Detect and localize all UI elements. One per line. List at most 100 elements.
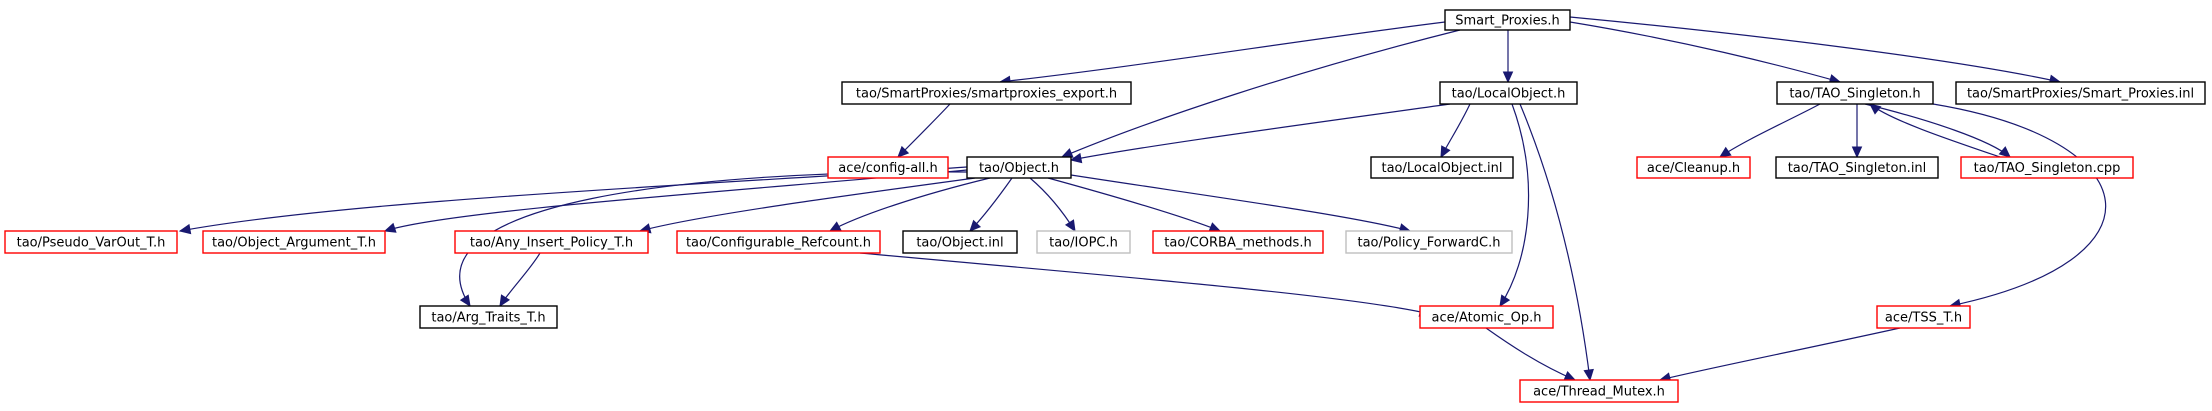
node-label: tao/TAO_Singleton.h (1789, 87, 1920, 102)
edge-line (1932, 103, 2106, 307)
edge-localobj-to-mutex (1519, 103, 1594, 382)
node-box (419, 305, 558, 329)
node-singletoncpp[interactable]: tao/TAO_Singleton.cpp (1960, 156, 2134, 179)
arrowhead (897, 145, 910, 158)
node-label: tao/Object.h (979, 161, 1059, 176)
node-box (1419, 305, 1554, 329)
node-box (1955, 81, 2206, 105)
edge-line (859, 252, 1431, 315)
node-configall[interactable]: ace/config-all.h (827, 156, 949, 179)
edge-line (1864, 103, 2011, 158)
node-box (1444, 9, 1571, 31)
node-label: Smart_Proxies.h (1455, 14, 1560, 29)
node-corba[interactable]: tao/CORBA_methods.h (1152, 230, 1324, 254)
node-spinl[interactable]: tao/SmartProxies/Smart_Proxies.inl (1955, 81, 2206, 105)
node-box (902, 230, 1018, 254)
node-box (1776, 81, 1934, 105)
arrowhead (178, 223, 192, 235)
edge-object-to-corba (1047, 177, 1222, 232)
node-label: tao/Arg_Traits_T.h (431, 311, 545, 326)
edge-tss-to-mutex (1658, 327, 1901, 383)
node-cleanup[interactable]: ace/Cleanup.h (1636, 156, 1751, 179)
node-anyins[interactable]: tao/Any_Insert_Policy_T.h (454, 230, 649, 254)
edge-root-to-export (998, 21, 1446, 87)
node-localobjinl[interactable]: tao/LocalObject.inl (1370, 156, 1514, 179)
edge-line (1519, 103, 1591, 381)
edge-line (1499, 103, 1530, 307)
edge-line (1569, 16, 2061, 83)
edge-line (1659, 327, 1901, 381)
edge-anyins-to-argtraits (499, 252, 541, 308)
edge-root-to-localobj (1502, 30, 1514, 84)
node-mutex[interactable]: ace/Thread_Mutex.h (1519, 379, 1679, 403)
node-export[interactable]: tao/SmartProxies/smartproxies_export.h (841, 81, 1132, 105)
arrowhead (1499, 294, 1511, 308)
node-object[interactable]: tao/Object.h (966, 156, 1072, 179)
edge-line (829, 177, 991, 232)
arrowhead (1440, 145, 1451, 159)
node-label: tao/Any_Insert_Policy_T.h (470, 236, 633, 251)
node-box (1519, 379, 1679, 403)
node-objarg[interactable]: tao/Object_Argument_T.h (202, 230, 386, 254)
node-label: tao/TAO_Singleton.cpp (1974, 161, 2121, 176)
edge-singleton-to-tss (1932, 103, 2106, 310)
arrowhead (1563, 371, 1577, 381)
node-box (454, 230, 649, 254)
arrowhead (828, 221, 842, 232)
edge-export-to-configall (897, 103, 951, 158)
nodes-layer: Smart_Proxies.h tao/SmartProxies/smartpro… (4, 9, 2206, 403)
node-argtraits[interactable]: tao/Arg_Traits_T.h (419, 305, 558, 329)
node-label: ace/Atomic_Op.h (1432, 311, 1542, 326)
node-confref[interactable]: tao/Configurable_Refcount.h (676, 230, 881, 254)
node-box (827, 156, 949, 179)
arrowhead (1998, 146, 2011, 158)
edge-confref-to-atomic (859, 252, 1432, 317)
arrowhead (383, 222, 397, 233)
node-label: ace/Thread_Mutex.h (1533, 385, 1665, 400)
edge-object-to-objinl (969, 177, 1013, 232)
edge-line (1047, 177, 1221, 232)
edge-object-to-policyfwd (1070, 174, 1412, 234)
node-box (1636, 156, 1751, 179)
edge-line (999, 21, 1446, 83)
arrowhead (1502, 71, 1514, 84)
node-tss[interactable]: ace/TSS_T.h (1876, 305, 1971, 329)
node-label: tao/Pseudo_VarOut_T.h (17, 236, 166, 251)
node-singleton[interactable]: tao/TAO_Singleton.h (1776, 81, 1934, 105)
edge-localobj-to-atomic (1499, 103, 1530, 308)
node-policyfwd[interactable]: tao/Policy_ForwardC.h (1345, 230, 1513, 254)
node-box (4, 230, 178, 254)
arrowhead (969, 219, 982, 232)
node-atomic[interactable]: ace/Atomic_Op.h (1419, 305, 1554, 329)
edge-line (1070, 103, 1451, 161)
node-box (1370, 156, 1514, 179)
node-label: tao/Policy_ForwardC.h (1357, 236, 1500, 251)
node-pseudo[interactable]: tao/Pseudo_VarOut_T.h (4, 230, 178, 254)
node-box (676, 230, 881, 254)
node-label: tao/SmartProxies/Smart_Proxies.inl (1967, 87, 2194, 102)
node-label: ace/TSS_T.h (1885, 311, 1962, 326)
node-box (1775, 156, 1939, 179)
node-box (1876, 305, 1971, 329)
edge-singleton-to-singletoncpp (1864, 103, 2011, 158)
node-label: tao/Object_Argument_T.h (212, 236, 376, 251)
node-singletoninl[interactable]: tao/TAO_Singleton.inl (1775, 156, 1939, 179)
edge-line (1719, 103, 1821, 158)
node-label: tao/SmartProxies/smartproxies_export.h (856, 87, 1117, 102)
arrowhead (499, 294, 511, 308)
arrowhead (1069, 152, 1083, 164)
node-localobj[interactable]: tao/LocalObject.h (1439, 81, 1578, 105)
node-root: Smart_Proxies.h (1444, 9, 1571, 31)
node-box (966, 156, 1072, 179)
node-box (1345, 230, 1513, 254)
arrowhead (1851, 146, 1863, 159)
edge-line (1061, 29, 1461, 158)
node-box (1036, 230, 1131, 254)
edge-localobj-to-localobjinl (1440, 103, 1471, 159)
edge-singleton-to-singletoninl (1851, 104, 1863, 159)
node-label: ace/Cleanup.h (1647, 161, 1740, 176)
edge-root-to-spinl (1569, 16, 2062, 85)
node-objinl[interactable]: tao/Object.inl (902, 230, 1018, 254)
node-iopc[interactable]: tao/IOPC.h (1036, 230, 1131, 254)
